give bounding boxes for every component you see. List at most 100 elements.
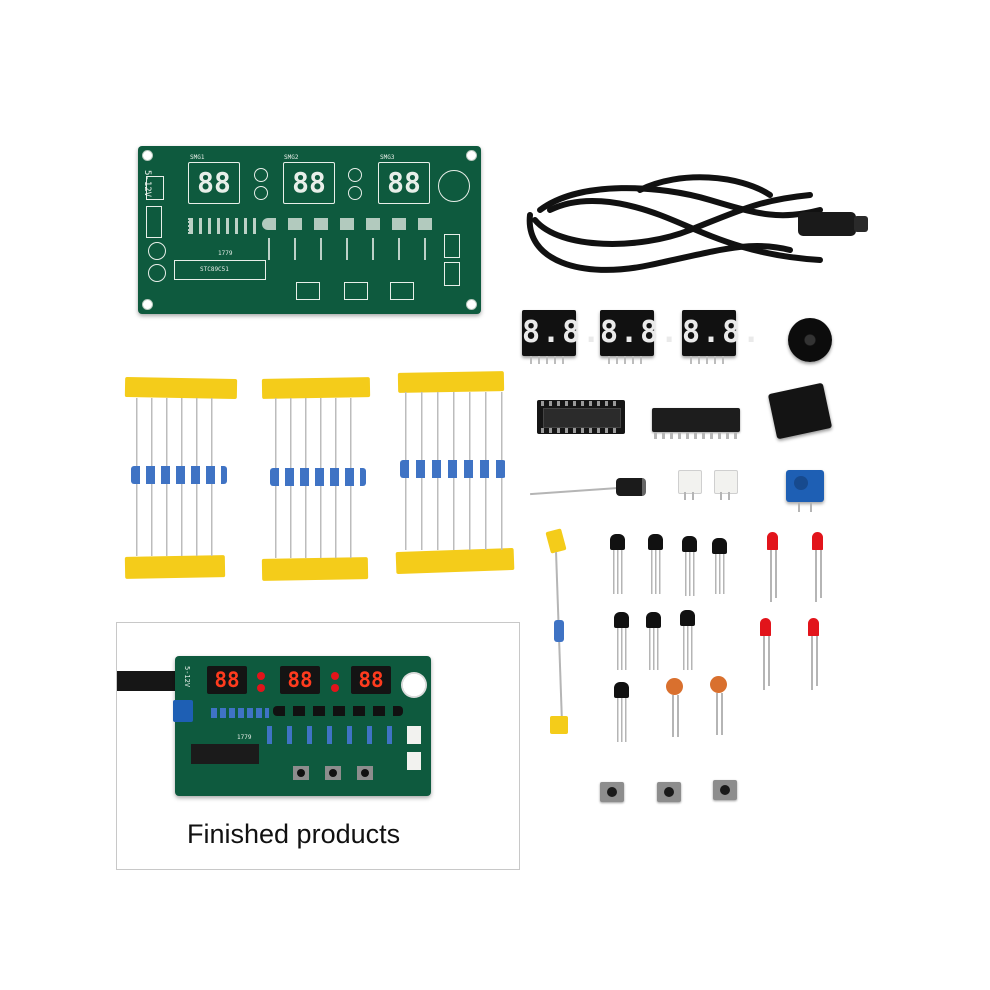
ceramic-capacitor	[710, 676, 727, 693]
buzzer	[788, 318, 832, 362]
resistors-1	[131, 466, 227, 484]
smg1-label: SMG1	[190, 154, 205, 161]
terminal-footprint	[146, 206, 162, 238]
tactile-button	[713, 780, 737, 800]
finished-product-panel: 5-12V 88 88 88 1779 Finished products	[116, 622, 520, 870]
led-footprint	[254, 186, 268, 200]
single-resistor-tag-top	[545, 528, 567, 554]
finished-display-right: 88	[351, 666, 391, 694]
connector-footprint	[444, 234, 460, 258]
ceramic-capacitor	[666, 678, 683, 695]
finished-display-mid: 88	[280, 666, 320, 694]
finished-model-label: 1779	[237, 734, 252, 741]
smg2-label: SMG2	[284, 154, 299, 161]
smg3-label: SMG3	[380, 154, 395, 161]
tactile-button	[600, 782, 624, 802]
led-footprint	[348, 186, 362, 200]
connector-footprint	[444, 262, 460, 286]
microcontroller-chip	[652, 408, 740, 432]
finished-display-left: 88	[207, 666, 247, 694]
finished-buzzer	[401, 672, 427, 698]
bare-pcb-board: 5-12V SMG1 88 SMG2 88 SMG3 88 1779 STC89…	[138, 146, 481, 314]
seven-segment-display-1: 8.8.	[522, 310, 600, 356]
finished-power-label: 5-12V	[183, 666, 191, 688]
seven-segment-display-2: 8.8.	[600, 310, 678, 356]
finished-red-led	[331, 672, 339, 680]
finished-transistors	[273, 706, 403, 716]
finished-resistors	[211, 708, 269, 718]
chip-pins	[654, 432, 738, 439]
red-led	[808, 618, 819, 636]
seven-segment-display-3: 8.8.	[682, 310, 760, 356]
button-footprint	[390, 282, 414, 300]
transistor	[614, 612, 629, 628]
blue-screw-terminal	[786, 470, 824, 502]
red-led	[767, 532, 778, 550]
finished-red-led	[257, 684, 265, 692]
capacitor-footprint	[148, 264, 166, 282]
display-footprint-right: 88	[378, 162, 430, 204]
red-led	[760, 618, 771, 636]
model-label: 1779	[218, 250, 233, 257]
finished-tactile-button	[357, 766, 373, 780]
capacitor-lead	[530, 486, 620, 496]
mount-hole	[142, 299, 153, 310]
transistor	[682, 536, 697, 552]
led-footprint	[254, 168, 268, 182]
ic-socket	[537, 400, 625, 434]
display-footprint-mid: 88	[283, 162, 335, 204]
finished-red-led	[331, 684, 339, 692]
transistor	[610, 534, 625, 550]
resistor-tape-top-2	[261, 377, 371, 399]
finished-header	[407, 752, 421, 770]
dc-jack-footprint	[146, 176, 164, 200]
two-pin-header	[678, 470, 702, 494]
resistor-tape-bottom-3	[395, 547, 515, 575]
transistor	[712, 538, 727, 554]
led-footprint	[348, 168, 362, 182]
display-pins	[608, 356, 648, 364]
capacitor-footprint	[148, 242, 166, 260]
two-pin-header	[714, 470, 738, 494]
dc-jack	[767, 382, 833, 440]
finished-products-caption: Finished products	[187, 819, 401, 849]
buzzer-footprint	[438, 170, 470, 202]
finished-pcb-board: 5-12V 88 88 88 1779	[173, 656, 431, 796]
dc-power-cable	[526, 174, 868, 273]
electrolytic-capacitor	[616, 478, 646, 496]
button-footprint	[296, 282, 320, 300]
finished-dc-cable	[117, 671, 187, 691]
mount-hole	[142, 150, 153, 161]
resistor-footprints-vertical	[268, 238, 438, 260]
display-pins	[530, 356, 570, 364]
finished-mcu	[191, 744, 259, 764]
resistor-tape-bottom-1	[124, 555, 226, 579]
transistor	[648, 534, 663, 550]
finished-tactile-button	[325, 766, 341, 780]
mcu-footprint	[174, 260, 266, 280]
resistor-tape-bottom-2	[261, 557, 369, 581]
single-resistor-tag-bottom	[550, 716, 568, 734]
resistors-3	[400, 460, 506, 478]
transistor	[614, 682, 629, 698]
finished-red-led	[257, 672, 265, 680]
finished-header	[407, 726, 421, 744]
finished-blue-terminal	[173, 700, 193, 722]
mcu-label: STC89C51	[200, 266, 229, 273]
finished-tactile-button	[293, 766, 309, 780]
finished-resistors-vertical	[267, 726, 407, 744]
red-led	[812, 532, 823, 550]
dc-plug	[798, 212, 856, 236]
transistor	[680, 610, 695, 626]
transistor	[646, 612, 661, 628]
resistor-tape-top-1	[124, 377, 238, 399]
tactile-button	[657, 782, 681, 802]
button-footprint	[344, 282, 368, 300]
mount-hole	[466, 150, 477, 161]
display-footprint-left: 88	[188, 162, 240, 204]
mount-hole	[466, 299, 477, 310]
single-resistor	[554, 620, 564, 642]
transistor-footprints	[262, 218, 438, 230]
display-pins	[690, 356, 730, 364]
resistors-2	[270, 468, 366, 486]
